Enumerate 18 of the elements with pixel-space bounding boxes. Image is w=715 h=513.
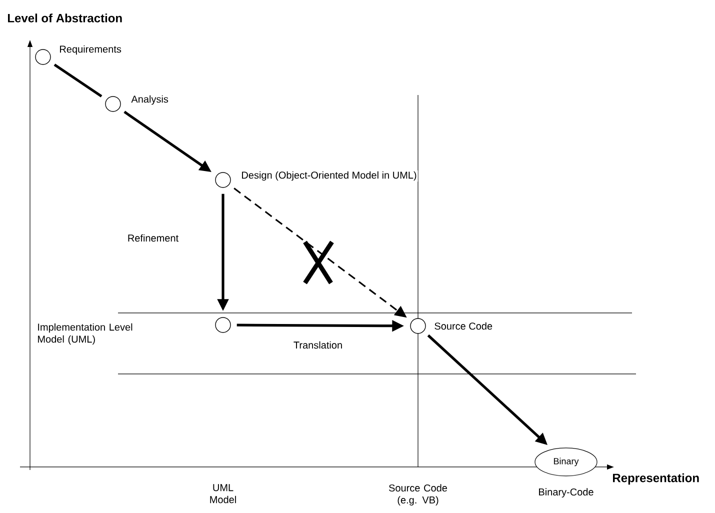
circle-node bbox=[410, 318, 426, 334]
node-label: Design (Object-Oriented Model in UML) bbox=[240, 170, 418, 182]
circle-node bbox=[105, 96, 121, 112]
axis-label: Representation bbox=[613, 473, 699, 485]
edge-label: Translation bbox=[292, 340, 344, 350]
node-label: Requirements bbox=[58, 44, 122, 56]
circle-node bbox=[215, 317, 231, 333]
node-label: Binary-Code bbox=[539, 488, 594, 498]
axis-label: Implementation Level Model (UML) bbox=[38, 323, 132, 345]
edge-label: Refinement bbox=[126, 233, 180, 243]
circle-node bbox=[35, 49, 51, 65]
axis-label: Source Code (e.g. VB) bbox=[389, 484, 447, 506]
ellipse-node: Binary bbox=[534, 448, 598, 476]
axis-label: UML Model bbox=[210, 484, 236, 504]
node-label: Source Code bbox=[433, 321, 494, 331]
node-label: Analysis bbox=[130, 94, 170, 106]
circle-node bbox=[215, 172, 231, 188]
axis-label: Level of Abstraction bbox=[8, 14, 122, 22]
